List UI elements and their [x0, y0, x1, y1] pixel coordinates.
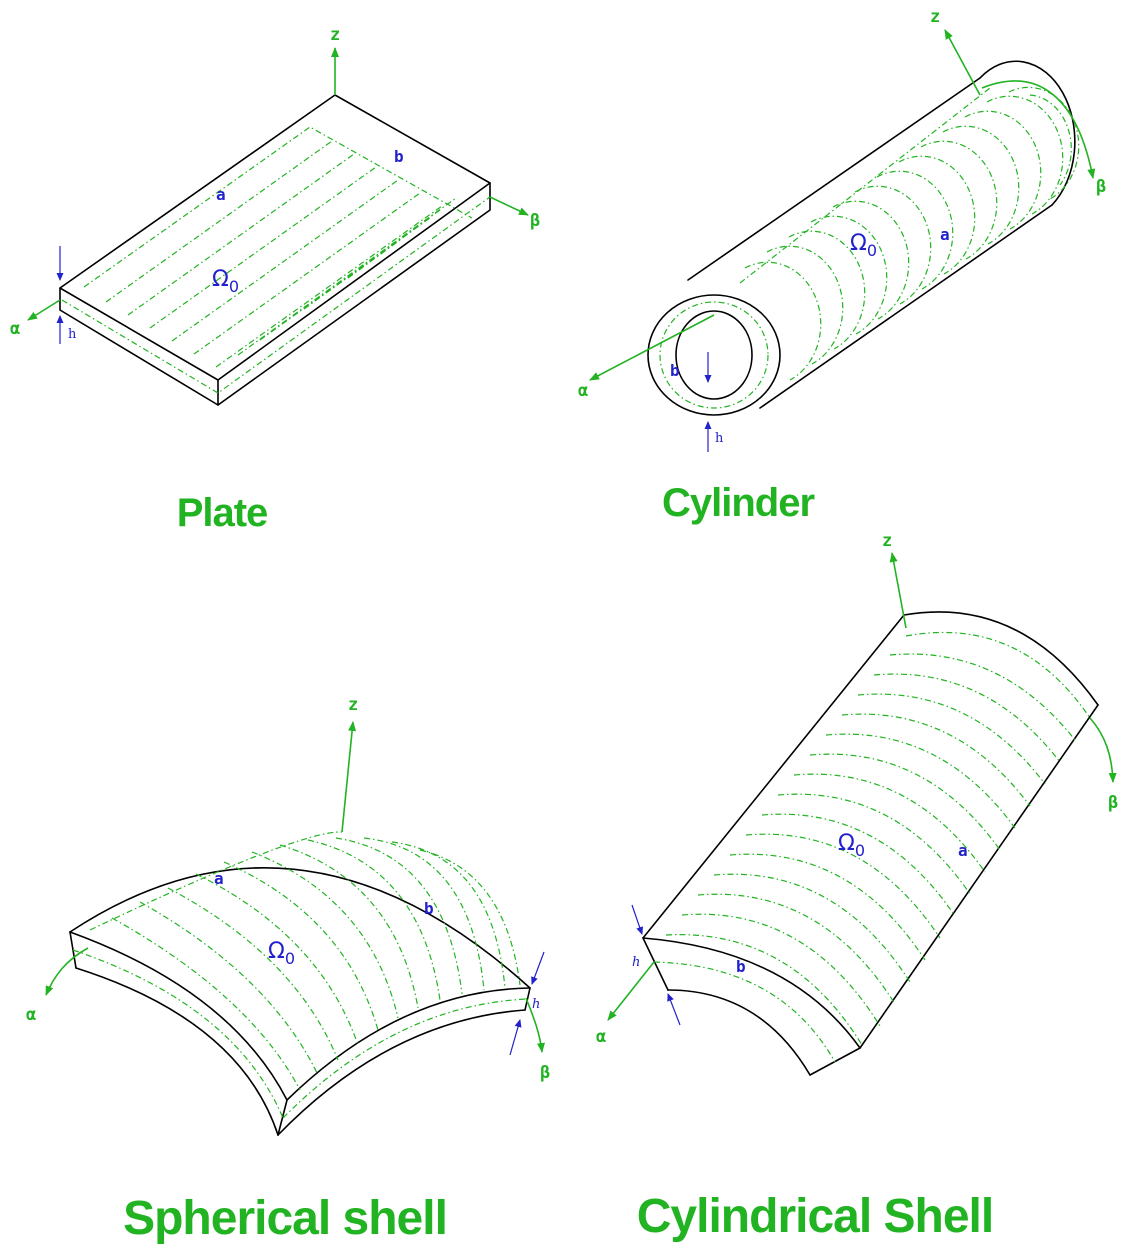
spherical-shell-body: [69, 867, 531, 1136]
cylshell-h-label: h: [632, 955, 640, 970]
cylinder-axes: [589, 29, 1096, 381]
cylindrical-shell-mid-surface-lines: [653, 631, 1091, 1063]
plate-h-label: h: [68, 327, 77, 342]
spherical-domain-label: Ω0: [268, 939, 295, 968]
cylinder-alpha-axis: [589, 314, 715, 381]
cylshell-z-axis: [889, 552, 907, 629]
spherical-a-label: a: [214, 869, 224, 888]
plate-alpha-label: α: [10, 319, 20, 339]
cylshell-z-label: z: [882, 531, 892, 551]
plate-beta-axis: [489, 196, 529, 216]
spherical-thickness-marker: [509, 951, 545, 1056]
cylshell-alpha-label: α: [596, 1027, 606, 1047]
cylindrical-shell-panel: z α β a b h Ω0 Cylindrical Shell: [596, 531, 1118, 1243]
cylinder-title: Cylinder: [662, 481, 814, 525]
cylinder-h-label: h: [715, 431, 724, 446]
cylindrical-shell-title: Cylindrical Shell: [637, 1190, 993, 1243]
plate-body: [59, 94, 491, 406]
spherical-shell-axes: [45, 721, 545, 1053]
spherical-shell-title: Spherical shell: [123, 1192, 447, 1245]
cylshell-a-label: a: [958, 841, 968, 860]
cylshell-thickness-marker: [631, 904, 681, 1026]
cylindrical-shell-axes: [607, 552, 1117, 1021]
cylinder-panel: z α β a b h Ω0 Cylinder: [578, 7, 1106, 525]
spherical-z-axis: [341, 721, 357, 833]
plate-z-label: z: [330, 25, 340, 45]
cylinder-alpha-label: α: [578, 381, 588, 401]
cylinder-z-label: z: [930, 7, 940, 27]
cylinder-beta-axis: [981, 80, 1096, 179]
cylshell-alpha-axis: [607, 961, 655, 1021]
plate-a-label: a: [216, 185, 226, 204]
spherical-beta-axis: [525, 997, 545, 1053]
plate-domain-label: Ω0: [212, 267, 239, 296]
spherical-h-label: h: [532, 997, 540, 1012]
cylindrical-shell-body: [642, 611, 1099, 1076]
spherical-z-label: z: [348, 695, 358, 715]
cylshell-beta-label: β: [1108, 793, 1118, 813]
cylinder-body: [647, 60, 1076, 416]
cylinder-z-axis: [944, 29, 981, 96]
plate-title: Plate: [177, 491, 268, 535]
plate-axes: [27, 47, 529, 321]
cylshell-beta-axis: [1089, 717, 1117, 783]
plate-alpha-axis: [27, 299, 61, 321]
spherical-beta-label: β: [540, 1063, 550, 1083]
plate-beta-label: β: [530, 211, 540, 231]
plate-b-label: b: [394, 147, 404, 166]
cylinder-b-label: b: [670, 361, 680, 380]
spherical-b-label: b: [424, 899, 434, 918]
plate-mid-surface-lines: [61, 126, 491, 394]
spherical-alpha-label: α: [26, 1005, 36, 1025]
spherical-alpha-axis: [45, 947, 89, 996]
cylinder-beta-label: β: [1096, 177, 1106, 197]
cylinder-a-label: a: [940, 225, 950, 244]
plate-panel: z α β a b h Ω0 Plate: [10, 25, 540, 535]
cylshell-b-label: b: [736, 957, 746, 976]
cylshell-domain-label: Ω0: [838, 831, 865, 860]
spherical-shell-mid-surface-lines: [72, 831, 529, 1119]
spherical-shell-panel: z α β a b h Ω0 Spherical shell: [26, 695, 550, 1245]
cylinder-domain-label: Ω0: [850, 231, 877, 260]
